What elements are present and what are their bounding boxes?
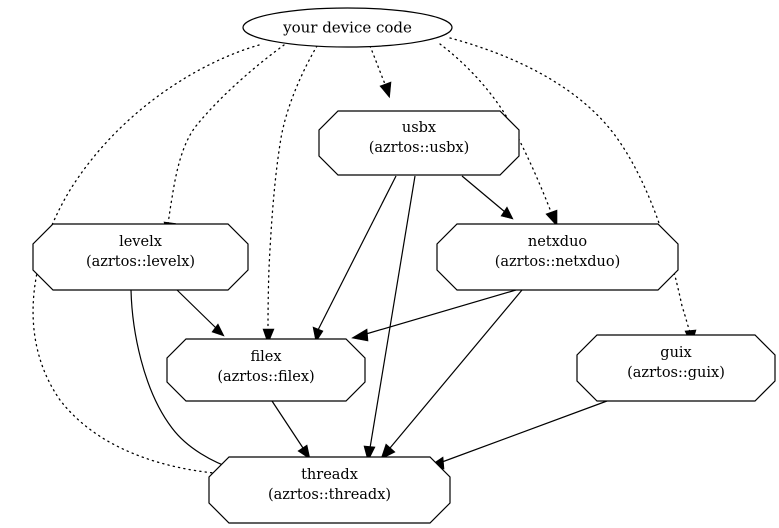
edge-usbx-to-filex [312, 175, 397, 343]
threadx-sublabel: (azrtos::threadx) [268, 487, 391, 503]
guix-octagon [576, 334, 776, 402]
filex-sublabel: (azrtos::filex) [217, 369, 314, 385]
device-code-ellipse [242, 7, 453, 48]
node-levelx[interactable]: levelx (azrtos::levelx) [32, 223, 249, 291]
filex-label: filex [250, 349, 281, 365]
edge-levelx-to-filex [176, 289, 225, 337]
edge-filex-to-threadx [271, 400, 311, 460]
netxduo-sublabel: (azrtos::netxduo) [495, 254, 621, 270]
node-threadx[interactable]: threadx (azrtos::threadx) [208, 456, 451, 524]
edge-device-to-levelx [163, 44, 285, 238]
netxduo-octagon [436, 223, 679, 291]
guix-label: guix [660, 345, 691, 361]
usbx-octagon [318, 110, 520, 176]
node-usbx[interactable]: usbx (azrtos::usbx) [318, 110, 520, 176]
edge-netxduo-to-threadx [380, 289, 523, 460]
edge-guix-to-threadx [427, 400, 608, 470]
node-guix[interactable]: guix (azrtos::guix) [576, 334, 776, 402]
device-code-label: your device code [282, 19, 412, 37]
edge-device-to-usbx [369, 45, 392, 99]
usbx-label: usbx [402, 120, 436, 136]
edge-usbx-to-threadx [363, 175, 416, 462]
filex-octagon [166, 338, 366, 402]
threadx-octagon [208, 456, 451, 524]
edge-device-to-netxduo [439, 43, 558, 227]
edge-netxduo-to-filex [351, 289, 517, 342]
netxduo-label: netxduo [528, 234, 587, 250]
node-filex[interactable]: filex (azrtos::filex) [166, 338, 366, 402]
levelx-sublabel: (azrtos::levelx) [86, 254, 195, 270]
edge-device-to-filex [262, 45, 318, 345]
levelx-octagon [32, 223, 249, 291]
node-netxduo[interactable]: netxduo (azrtos::netxduo) [436, 223, 679, 291]
levelx-label: levelx [119, 234, 162, 250]
node-device-code[interactable]: your device code [242, 7, 453, 48]
edge-usbx-to-netxduo [461, 175, 514, 220]
threadx-label: threadx [301, 467, 358, 483]
usbx-sublabel: (azrtos::usbx) [369, 140, 470, 156]
guix-sublabel: (azrtos::guix) [627, 365, 725, 381]
